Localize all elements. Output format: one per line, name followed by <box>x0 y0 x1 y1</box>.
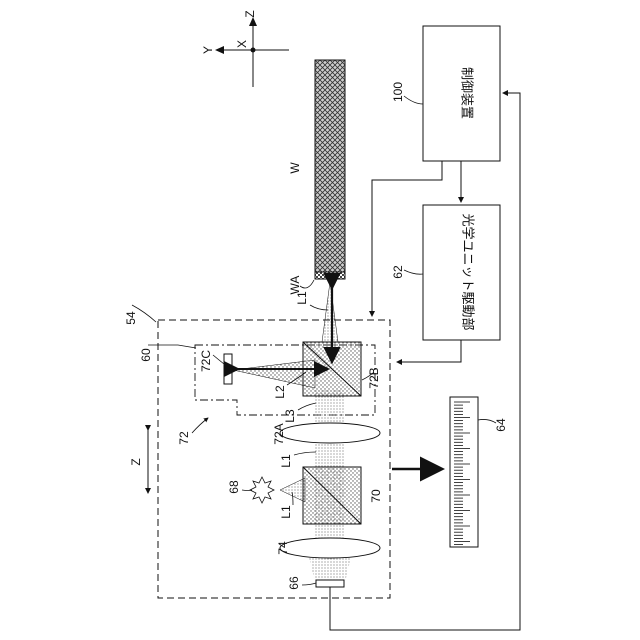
x-axis-label: X <box>235 40 249 48</box>
light-source-68 <box>250 477 274 503</box>
z-axis-label: Z <box>243 10 257 17</box>
drive-unit-label: 光学ユニット駆動部 <box>460 213 476 330</box>
ref-72a: 72A <box>272 423 286 444</box>
ref-100: 100 <box>391 82 405 102</box>
ref-68: 68 <box>227 480 241 494</box>
label-l1-bottom: L1 <box>279 505 293 519</box>
label-l1-mid: L1 <box>279 454 293 468</box>
ref-72b: 72B <box>367 367 381 388</box>
workpiece-w <box>315 60 345 272</box>
ref-66: 66 <box>287 576 301 590</box>
label-l3: L3 <box>283 409 297 423</box>
coordinate-axes: Z Y X <box>201 10 289 87</box>
ref-64: 64 <box>494 418 508 432</box>
ref-70: 70 <box>369 489 383 503</box>
ref-72c: 72C <box>199 350 213 372</box>
ref-60: 60 <box>139 348 153 362</box>
leader-wa <box>300 280 314 288</box>
controller-label: 制御装置 <box>459 67 474 119</box>
scan-z-label: Z <box>129 458 143 465</box>
lens-74 <box>280 538 380 558</box>
linear-scale-64 <box>450 397 478 547</box>
mirror-72c <box>224 354 232 384</box>
label-l1-top: L1 <box>295 291 309 305</box>
ref-62: 62 <box>391 265 405 279</box>
ref-72: 72 <box>177 431 191 445</box>
beam-l1-top <box>322 282 338 342</box>
ref-54: 54 <box>124 311 138 325</box>
label-l2: L2 <box>273 385 287 399</box>
lens-72a <box>280 423 380 443</box>
line-drive-to-unit <box>397 340 461 362</box>
y-axis-label: Y <box>201 46 215 54</box>
ref-74: 74 <box>276 541 290 555</box>
label-w: W <box>288 162 302 174</box>
workpiece-surface-wa <box>315 272 345 279</box>
sensor-66 <box>316 580 344 587</box>
